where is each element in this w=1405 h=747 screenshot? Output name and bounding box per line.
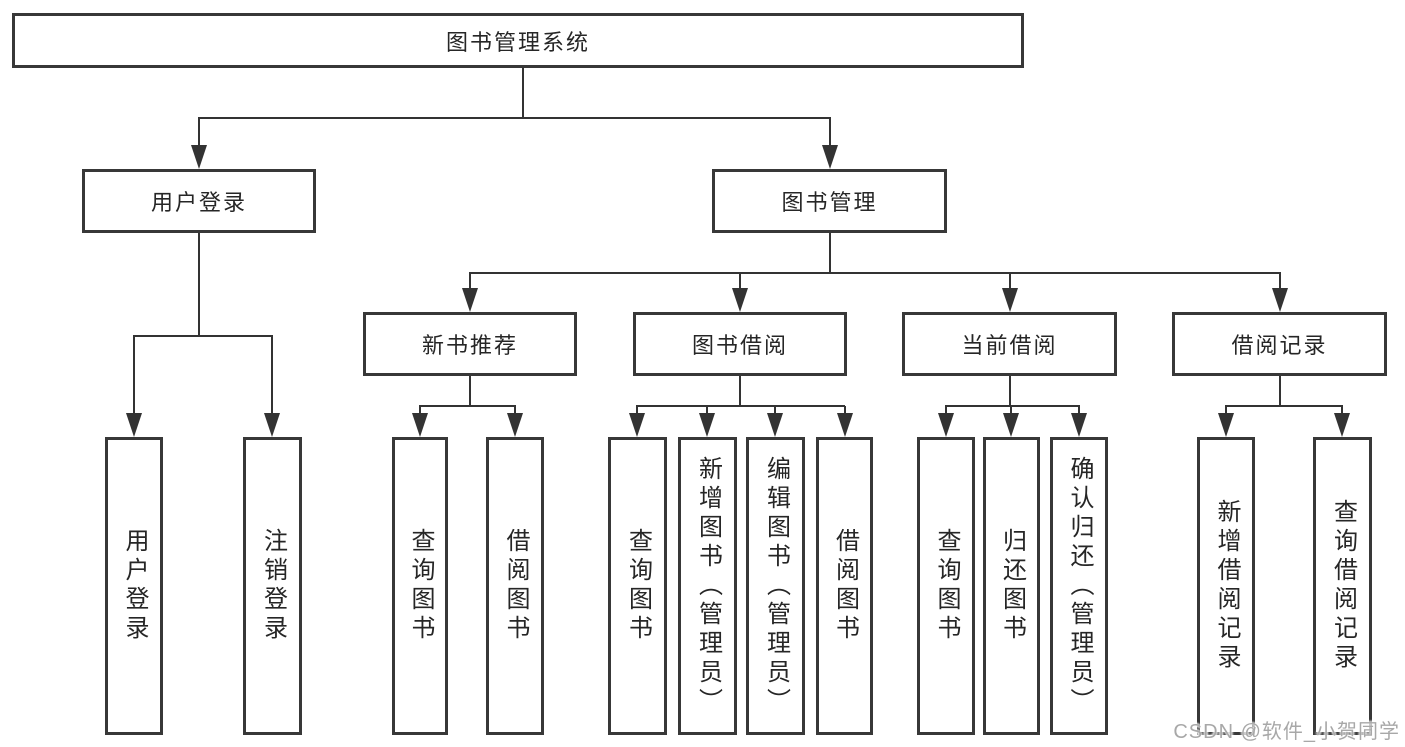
connector [739,376,741,406]
csdn-watermark: CSDN @软件_小贺同学 [1173,721,1400,743]
node-label: 编辑图书（管理员） [762,455,790,717]
connector [1341,406,1343,416]
arrow-down-icon [462,288,478,312]
arrow-down-icon [507,413,523,437]
connector [636,406,638,416]
node-label: 查询图书 [624,528,652,644]
node-label: 新增借阅记录 [1213,499,1240,673]
node-book-management: 图书管理 [712,169,947,233]
node-label: 借阅记录 [1231,333,1328,358]
connector [1010,406,1012,416]
node-label: 归还图书 [998,528,1026,644]
arrow-down-icon [264,413,280,437]
arrow-down-icon [412,413,428,437]
connector [1009,376,1011,406]
leaf-query-borrow-record: 查询借阅记录 [1313,437,1372,735]
node-borrow-records: 借阅记录 [1172,312,1387,376]
connector [419,406,421,416]
node-user-login: 用户登录 [82,169,316,233]
connector [1009,273,1011,290]
arrow-down-icon [1272,288,1288,312]
connector [774,406,776,416]
connector [739,273,741,290]
leaf-query-books-borrow: 查询图书 [608,437,667,735]
node-book-borrow: 图书借阅 [633,312,847,376]
arrow-down-icon [1218,413,1234,437]
node-label: 查询图书 [933,528,960,644]
node-label: 注销登录 [259,528,287,644]
connector [844,406,846,416]
connector [1225,405,1343,407]
leaf-logout: 注销登录 [243,437,302,735]
node-label: 图书管理 [781,190,878,215]
node-library-system: 图书管理系统 [12,13,1024,68]
connector [514,406,516,416]
arrow-down-icon [1334,413,1350,437]
connector [469,272,1281,274]
leaf-add-borrow-record: 新增借阅记录 [1197,437,1255,735]
leaf-add-books-admin: 新增图书（管理员） [678,437,737,735]
connector [271,336,273,415]
connector [636,405,845,407]
node-label: 查询借阅记录 [1329,499,1357,673]
arrow-down-icon [732,288,748,312]
connector [1078,406,1080,416]
connector [198,118,200,156]
connector [419,405,516,407]
arrow-down-icon [767,413,783,437]
connector [469,376,471,406]
connector [945,406,947,416]
arrow-down-icon [629,413,645,437]
node-label: 确认归还（管理员） [1066,455,1093,717]
node-label: 用户登录 [121,528,148,644]
arrow-down-icon [1002,288,1018,312]
connector [133,336,135,415]
arrow-down-icon [938,413,954,437]
leaf-borrow-books: 借阅图书 [816,437,873,735]
leaf-query-books-recommend: 查询图书 [392,437,448,735]
node-label: 新增图书（管理员） [694,455,722,717]
node-label: 借阅图书 [831,528,859,644]
arrow-down-icon [822,145,838,169]
arrow-down-icon [126,413,142,437]
node-label: 图书借阅 [691,333,788,358]
connector [945,405,1080,407]
arrow-down-icon [837,413,853,437]
connector [706,406,708,416]
leaf-return-books: 归还图书 [983,437,1040,735]
node-label: 用户登录 [150,190,247,215]
arrow-down-icon [1071,413,1087,437]
arrow-down-icon [191,145,207,169]
connector [1279,376,1281,406]
connector [469,273,471,290]
node-current-borrow: 当前借阅 [902,312,1117,376]
connector [522,67,524,118]
arrow-down-icon [1003,413,1019,437]
leaf-query-books-current: 查询图书 [917,437,975,735]
node-label: 查询图书 [407,528,434,644]
node-new-book-recommend: 新书推荐 [363,312,577,376]
connector [1225,406,1227,416]
leaf-user-login: 用户登录 [105,437,163,735]
connector [198,233,200,336]
connector [198,117,831,119]
connector [829,118,831,156]
node-label: 当前借阅 [961,333,1058,358]
node-label: 借阅图书 [502,528,529,644]
arrow-down-icon [699,413,715,437]
connector [1279,273,1281,290]
node-label: 新书推荐 [421,333,518,358]
leaf-edit-books-admin: 编辑图书（管理员） [746,437,805,735]
leaf-confirm-return-admin: 确认归还（管理员） [1050,437,1108,735]
node-label: 图书管理系统 [445,29,590,55]
leaf-borrow-books-recommend: 借阅图书 [486,437,544,735]
connector [133,335,273,337]
connector [829,233,831,273]
